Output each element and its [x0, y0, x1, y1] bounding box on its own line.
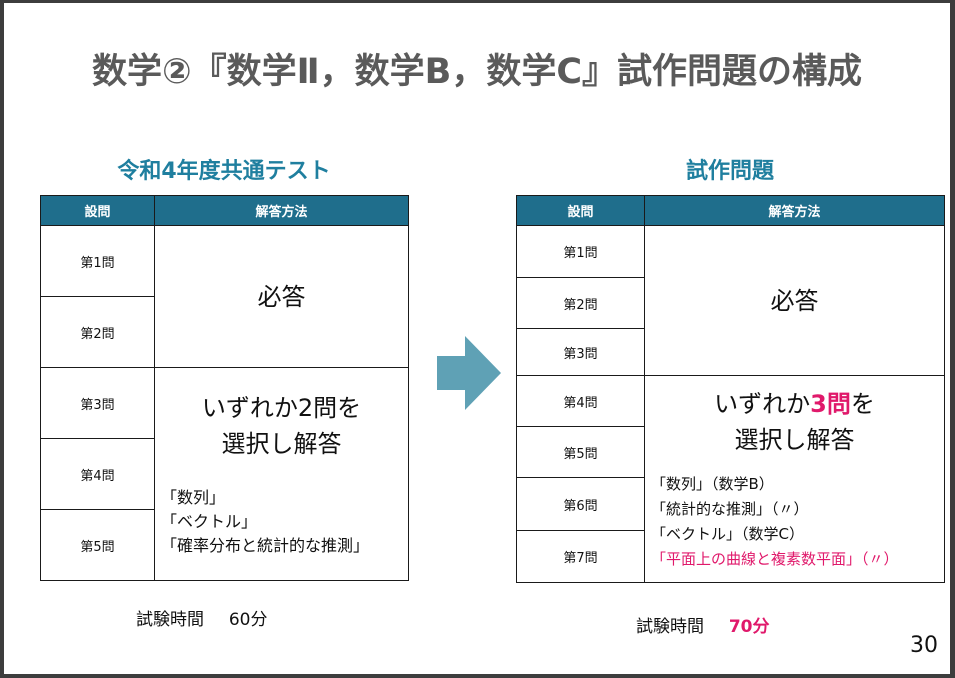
right-question-7: 第7問 — [516, 530, 645, 583]
left-choose-line1: いずれか2問を — [201, 394, 362, 422]
right-question-4: 第4問 — [516, 375, 645, 427]
left-option: 「確率分布と統計的な推測」 — [161, 536, 370, 555]
left-question-1: 第1問 — [40, 225, 155, 297]
right-options: 「数列」（数学B） 「統計的な推測」（〃） 「ベクトル」（数学C） 「平面上の曲… — [645, 458, 944, 572]
left-question-2: 第2問 — [40, 296, 155, 368]
left-options: 「数列」 「ベクトル」 「確率分布と統計的な推測」 — [155, 462, 408, 558]
right-option: 「ベクトル」（数学C） — [651, 522, 944, 547]
right-option: 「平面上の曲線と複素数平面」（〃） — [651, 547, 944, 572]
right-question-5: 第5問 — [516, 426, 645, 478]
right-question-1: 第1問 — [516, 225, 645, 278]
left-option: 「数列」 — [161, 488, 226, 507]
left-table: 設問 解答方法 第1問 必答 第2問 第3問 いずれか2問を 選択し解答 「数列… — [40, 195, 409, 581]
right-col-question: 設問 — [516, 195, 645, 226]
right-option-note: （〃） — [861, 550, 899, 568]
right-exam-time: 試験時間 70分 — [636, 612, 769, 637]
left-option: 「ベクトル」 — [161, 512, 258, 531]
right-col-method: 解答方法 — [644, 195, 945, 226]
left-time-label: 試験時間 — [136, 610, 204, 630]
right-choose-line1: いずれか3問を — [645, 386, 944, 422]
left-choose-cell: いずれか2問を 選択し解答 「数列」 「ベクトル」 「確率分布と統計的な推測」 — [154, 367, 409, 581]
slide-title: 数学②『数学Ⅱ，数学B，数学C』試作問題の構成 — [91, 52, 863, 92]
right-heading: 試作問題 — [685, 159, 774, 184]
right-table: 設問 解答方法 第1問 必答 第2問 第3問 第4問 いずれか3問を 選択し解答… — [516, 195, 945, 583]
left-heading: 令和4年度共通テスト — [117, 159, 331, 184]
right-required: 必答 — [644, 225, 945, 376]
right-option-note: （数学C） — [741, 525, 804, 543]
left-exam-time: 試験時間 60分 — [136, 605, 267, 630]
left-choose-line2: 選択し解答 — [221, 430, 342, 458]
right-option-note: （〃） — [771, 500, 809, 518]
right-question-6: 第6問 — [516, 477, 645, 531]
right-choose-num: 3問 — [810, 390, 851, 418]
right-choose-line2: 選択し解答 — [734, 426, 855, 454]
left-col-question: 設問 — [40, 195, 155, 226]
right-choose-post: を — [850, 390, 875, 418]
right-choose-pre: いずれか — [714, 390, 811, 418]
left-question-5: 第5問 — [40, 509, 155, 581]
left-col-method: 解答方法 — [154, 195, 409, 226]
left-time-value: 60分 — [228, 610, 268, 630]
right-option-name: 「数列」 — [651, 475, 712, 493]
left-question-4: 第4問 — [40, 438, 155, 510]
right-option: 「数列」（数学B） — [651, 472, 944, 497]
right-option-name: 「統計的な推測」 — [651, 500, 772, 518]
right-option-name: 「ベクトル」 — [651, 525, 742, 543]
right-option-name: 「平面上の曲線と複素数平面」 — [651, 550, 862, 568]
right-question-3: 第3問 — [516, 328, 645, 376]
right-choose-cell: いずれか3問を 選択し解答 「数列」（数学B） 「統計的な推測」（〃） 「ベクト… — [644, 375, 945, 583]
right-option: 「統計的な推測」（〃） — [651, 497, 944, 522]
right-time-value: 70分 — [728, 617, 770, 637]
right-time-label: 試験時間 — [636, 617, 704, 637]
page-number: 30 — [910, 633, 938, 658]
right-question-2: 第2問 — [516, 277, 645, 329]
right-arrow-icon — [437, 336, 501, 410]
left-required: 必答 — [154, 225, 409, 368]
left-question-3: 第3問 — [40, 367, 155, 439]
right-option-note: （数学B） — [711, 475, 774, 493]
slide: 数学②『数学Ⅱ，数学B，数学C』試作問題の構成 令和4年度共通テスト 設問 解答… — [4, 3, 950, 674]
